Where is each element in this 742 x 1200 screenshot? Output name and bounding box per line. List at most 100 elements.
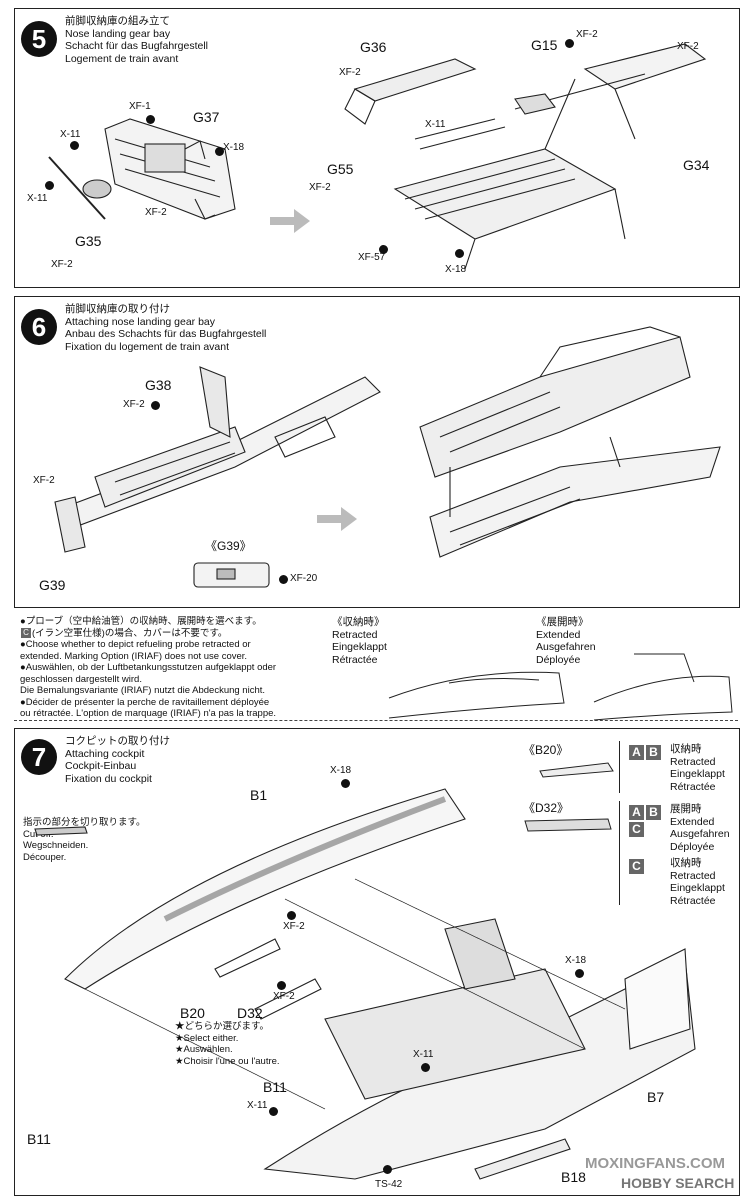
step7-label-x11-a: X-11 xyxy=(413,1049,434,1060)
option-c-retracted: 収納時 Retracted Eingeklappt Rétractée xyxy=(670,857,725,907)
select-note: ★どちらか選びます。 ★Select either. ★Auswählen. ★… xyxy=(175,1021,280,1067)
step7-number: 7 xyxy=(21,739,57,775)
probe-note-line: ●プローブ（空中給油管）の収納時、展開時を選べます。 xyxy=(20,616,262,627)
option-bracket xyxy=(619,801,622,905)
step5-title-de: Schacht für das Bugfahrgestell xyxy=(65,40,209,52)
step5-label-g55: G55 xyxy=(327,161,354,177)
step7-label-b1: B1 xyxy=(250,787,268,803)
option-ab-retracted: 収納時 Retracted Eingeklappt Rétractée xyxy=(670,743,725,793)
probe-note-line: C(イラン空軍仕様)の場合、カバーは不要です。 xyxy=(20,628,276,640)
paint-dot xyxy=(45,181,54,190)
step5-right-drawing xyxy=(344,43,707,270)
option-badge-c: C xyxy=(629,822,644,837)
b20-detail-drawing xyxy=(539,762,614,778)
step7-label-ts42: TS-42 xyxy=(375,1179,403,1190)
step7-label-b7: B7 xyxy=(647,1089,665,1105)
paint-dot xyxy=(215,147,224,156)
step5-left-drawing xyxy=(48,118,236,220)
step5-title-jp: 前脚収納庫の組み立て xyxy=(65,15,170,27)
option-abc-extended: 展開時 Extended Ausgefahren Déployée xyxy=(670,803,730,853)
watermark-site: MOXINGFANS.COM xyxy=(585,1155,726,1172)
step6-title-fr: Fixation du logement de train avant xyxy=(65,340,230,353)
b20-detail-label: 《B20》 xyxy=(523,743,569,757)
step6-label-g39-detail: 《G39》 xyxy=(205,539,252,553)
step7-panel: 7 コクピットの取り付け Attaching cockpit Cockpit-E… xyxy=(14,728,740,1196)
step6-direction-arrow xyxy=(317,507,357,531)
probe-note-text: ●プローブ（空中給油管）の収納時、展開時を選べます。 C(イラン空軍仕様)の場合… xyxy=(20,616,276,720)
paint-dot xyxy=(287,911,296,920)
probe-note-line: ●Auswählen, ob der Luftbetankungsstutzen… xyxy=(20,662,277,673)
step6-label-g39: G39 xyxy=(39,577,66,593)
step7-label-b18: B18 xyxy=(561,1169,586,1185)
step7-title-de: Cockpit-Einbau xyxy=(65,760,137,772)
step7-label-x18-b: X-18 xyxy=(565,955,587,966)
g39-detail-drawing xyxy=(193,562,270,588)
step6-title: 前脚収納庫の取り付け Attaching nose landing gear b… xyxy=(65,303,266,353)
step7-title-en: Attaching cockpit xyxy=(65,747,145,760)
probe-retracted-caption: 《収納時》 Retracted Eingeklappt Rétractée xyxy=(332,616,387,666)
step5-label-x11-a: X-11 xyxy=(60,129,81,140)
step5-label-xf2-c: XF-2 xyxy=(339,67,361,78)
step6-title-de: Anbau des Schachts für das Bugfahrgestel… xyxy=(65,328,267,340)
step7-title-fr: Fixation du cockpit xyxy=(65,772,152,785)
paint-dot xyxy=(383,1165,392,1174)
option-badge-b: B xyxy=(646,805,661,820)
paint-dot xyxy=(455,249,464,258)
paint-dot xyxy=(151,401,160,410)
step5-title-en: Nose landing gear bay xyxy=(65,27,171,40)
d32-detail-label: 《D32》 xyxy=(523,801,570,815)
option-bracket xyxy=(619,741,622,793)
probe-extended-caption: 《展開時》 Extended Ausgefahren Déployée xyxy=(536,616,596,666)
step6-label-xf2-a: XF-2 xyxy=(123,399,145,410)
step6-panel: 6 前脚収納庫の取り付け Attaching nose landing gear… xyxy=(14,296,740,608)
step5-direction-arrow xyxy=(270,209,310,233)
step5-label-xf2-e: XF-2 xyxy=(145,207,167,218)
watermark-brand: HOBBY SEARCH xyxy=(621,1175,735,1191)
probe-extended-drawing xyxy=(593,653,733,721)
paint-dot xyxy=(379,245,388,254)
step6-left-drawing xyxy=(54,366,381,553)
paint-dot xyxy=(421,1063,430,1072)
step5-title: 前脚収納庫の組み立て Nose landing gear bay Schacht… xyxy=(65,15,208,65)
step5-label-xf1: XF-1 xyxy=(129,101,151,112)
probe-note-line: ●Choose whether to depict refueling prob… xyxy=(20,639,251,650)
step5-label-xf57: XF-57 xyxy=(358,252,386,263)
step5-label-x18-a: X-18 xyxy=(223,142,245,153)
paint-dot xyxy=(70,141,79,150)
step6-title-en: Attaching nose landing gear bay xyxy=(65,315,216,328)
step5-title-fr: Logement de train avant xyxy=(65,52,179,65)
paint-dot xyxy=(146,115,155,124)
paint-dot xyxy=(269,1107,278,1116)
step7-label-x18-a: X-18 xyxy=(330,765,352,776)
step6-title-jp: 前脚収納庫の取り付け xyxy=(65,303,170,315)
step7-label-b11-inset: B11 xyxy=(27,1131,51,1147)
probe-note-line: ●Décider de présenter la perche de ravit… xyxy=(20,696,270,708)
step6-right-drawing xyxy=(419,326,721,558)
step5-label-x18-b: X-18 xyxy=(445,264,467,275)
step5-label-g34: G34 xyxy=(683,157,710,173)
paint-dot xyxy=(341,779,350,788)
step5-label-x11-c: X-11 xyxy=(27,193,48,204)
probe-note-line: extended. Marking Option (IRIAF) does no… xyxy=(20,650,248,662)
step5-label-g15: G15 xyxy=(531,37,558,53)
step5-label-g36: G36 xyxy=(360,39,387,55)
step7-label-xf2-a: XF-2 xyxy=(283,921,305,932)
probe-note-line: Die Bemalungsvariante (IRIAF) nutzt die … xyxy=(20,685,266,696)
step5-label-xf2-a: XF-2 xyxy=(576,29,598,40)
step5-number: 5 xyxy=(21,21,57,57)
option-badge-c: C xyxy=(629,859,644,874)
option-badge-a: A xyxy=(629,805,644,820)
step5-label-x11-b: X-11 xyxy=(425,119,446,130)
step5-label-xf2-d: XF-2 xyxy=(309,182,331,193)
step7-title: コクピットの取り付け Attaching cockpit Cockpit-Ein… xyxy=(65,735,170,785)
step7-label-b11: B11 xyxy=(263,1079,287,1095)
probe-retracted-drawing xyxy=(388,671,565,719)
paint-dot xyxy=(277,981,286,990)
step7-label-d32: D32 xyxy=(237,1005,263,1021)
step6-label-xf2-b: XF-2 xyxy=(33,475,55,486)
step5-panel: 5 前脚収納庫の組み立て Nose landing gear bay Schac… xyxy=(14,8,740,288)
step6-label-xf20: XF-20 xyxy=(290,573,318,584)
probe-note-section: ●プローブ（空中給油管）の収納時、展開時を選べます。 C(イラン空軍仕様)の場合… xyxy=(14,612,738,721)
step7-title-jp: コクピットの取り付け xyxy=(65,735,170,747)
step5-label-g35: G35 xyxy=(75,233,102,249)
